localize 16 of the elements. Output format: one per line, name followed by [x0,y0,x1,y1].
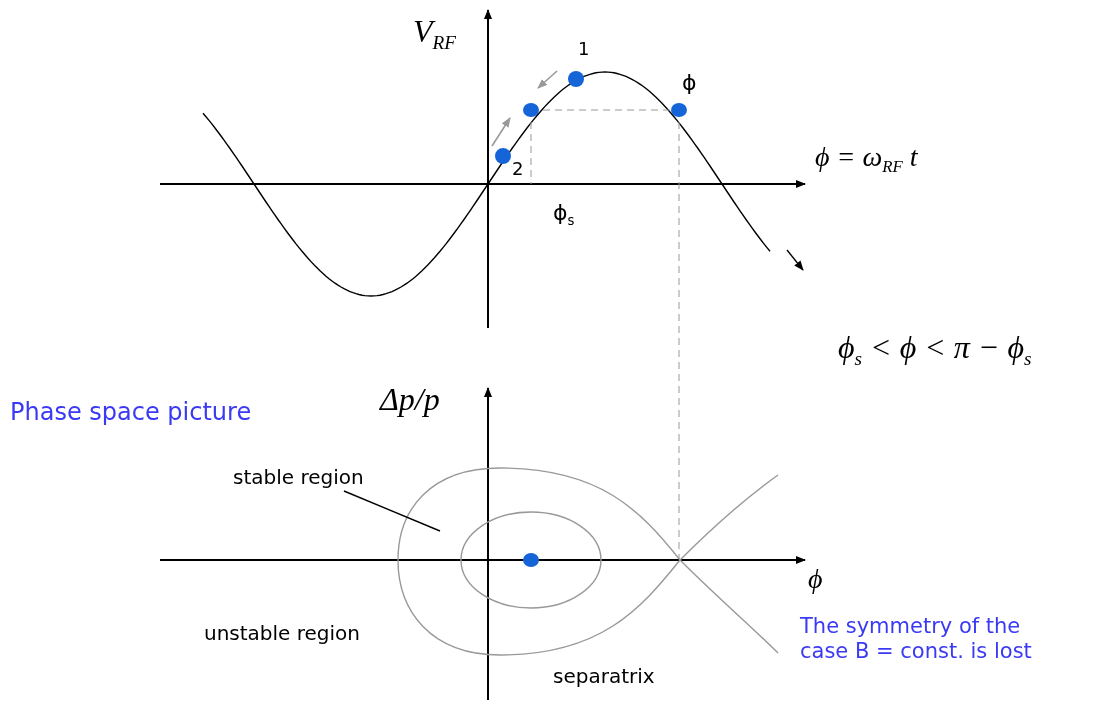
curve-label: separatrix [553,664,655,688]
region-label: unstable region [204,621,361,645]
phase-label: ϕ$_{s}$ [553,200,575,229]
phase-label: ϕ [682,70,697,97]
axis-label: ϕ [808,562,823,596]
note: The symmetry of the case B = const. is lost [800,614,1033,665]
phase-condition: ϕ$_{s}$ < ϕ < π − ϕ$_{s}$ [838,328,1032,370]
region-label: stable region [233,465,383,491]
axis-label: ϕ = ω$_{RF}$ t [815,140,918,178]
section-title: Phase space picture [10,398,252,427]
leader-line [343,490,441,532]
point-number: 1 [578,38,590,60]
axis-label: Δp/p [380,380,440,419]
axis-label: V$_{RF}$ [413,12,456,54]
point-number: 2 [512,158,524,180]
separatrix-loop [397,467,681,656]
